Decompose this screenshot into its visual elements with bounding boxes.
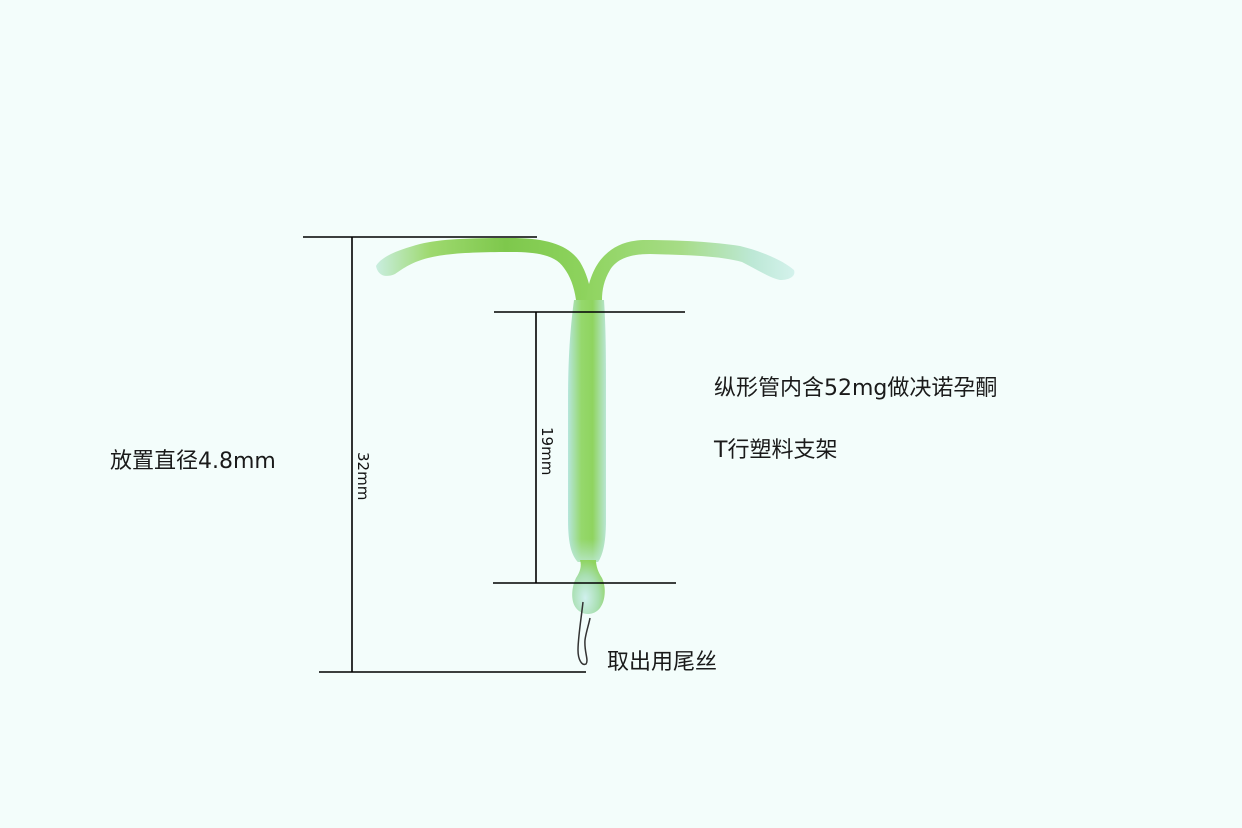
frame-label: T行塑料支架 <box>714 438 838 463</box>
total-length-label: 32mm <box>354 452 372 500</box>
placement-diameter-label: 放置直径4.8mm <box>110 449 276 474</box>
tube-length-label: 19mm <box>538 427 556 475</box>
removal-thread <box>577 601 591 666</box>
total-length-dimension: 32mm <box>303 236 586 673</box>
left-arm <box>376 238 592 300</box>
drug-tube-label: 纵形管内含52mg做决诺孕酮 <box>714 376 998 401</box>
removal-thread-label: 取出用尾丝 <box>607 650 718 675</box>
tube-length-dimension: 19mm <box>493 311 685 584</box>
right-arm <box>586 240 795 300</box>
stem-neck <box>572 560 605 614</box>
